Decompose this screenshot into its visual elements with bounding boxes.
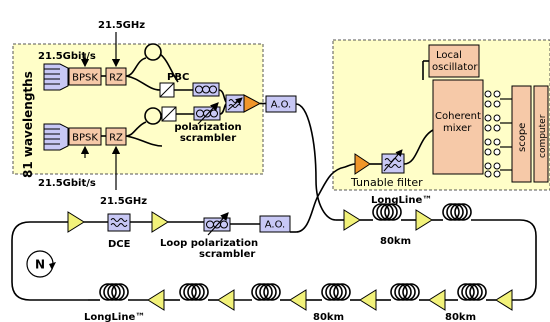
fiber-spool-bottom-3 xyxy=(321,283,339,301)
bit-rate-label-bottom: 21.5Gbit/s xyxy=(38,178,96,189)
coherent-mixer xyxy=(432,79,484,175)
scope-label: scope xyxy=(517,123,528,152)
coherent-mixer-label-2: mixer xyxy=(443,123,472,134)
laser-array-top xyxy=(43,63,69,91)
fiber-spool-bottom-4 xyxy=(251,283,269,301)
computer xyxy=(533,85,549,183)
bottom-amplifier-2 xyxy=(428,289,446,311)
bpsk-label-top: BPSK xyxy=(72,73,98,84)
delay-loop-top xyxy=(144,43,162,61)
local-oscillator-label-2: oscillator xyxy=(432,62,478,73)
booster-amplifier xyxy=(243,94,262,113)
fiber-spool-top-1 xyxy=(372,203,390,221)
ao-label-loop: A.O. xyxy=(265,220,286,231)
fiber-spool-bottom-1 xyxy=(457,283,475,301)
polarization-scrambler-label-1: polarization xyxy=(174,122,241,133)
tunable-filter-label: Tunable filter xyxy=(350,176,423,189)
acousto-optic-switch-loop xyxy=(259,215,291,233)
ao-label-tx: A.O. xyxy=(271,100,292,111)
span-amplifier-b xyxy=(415,209,433,231)
bottom-amplifier-5 xyxy=(217,289,235,311)
local-oscillator xyxy=(428,44,480,78)
dce-label: DCE xyxy=(108,239,131,250)
fiber-spool-bottom-5 xyxy=(179,283,197,301)
fiber-spool-top-2 xyxy=(442,203,460,221)
rz-label-bottom: RZ xyxy=(109,133,123,144)
bottom-amplifier-3 xyxy=(359,289,377,311)
polarization-scrambler-label-2: scrambler xyxy=(180,133,236,144)
loop-polarization-label-2: scrambler xyxy=(199,249,255,260)
fiber-spool-bottom-6 xyxy=(99,283,117,301)
span-label-bottom-right: 80km xyxy=(445,312,476,322)
laser-array-bottom xyxy=(43,123,69,151)
span-label-bottom-mid: 80km xyxy=(313,312,344,322)
loop-polarization-scrambler xyxy=(203,212,231,236)
polarization-scrambler-bottom xyxy=(193,102,221,125)
loop-polarization-label-1: Loop polarization xyxy=(160,238,258,249)
coherent-mixer-label-1: Coherent xyxy=(435,111,481,122)
longline-label-top: LongLine™ xyxy=(371,195,432,206)
loop-amplifier-1 xyxy=(67,211,85,233)
span-label-top: 80km xyxy=(380,236,411,247)
delay-loop-bottom xyxy=(144,107,162,125)
bit-rate-label-top: 21.5Gbit/s xyxy=(38,51,96,62)
mux-filter xyxy=(225,94,245,113)
bottom-amplifier-1 xyxy=(495,289,513,311)
longline-label-bottom: LongLine™ xyxy=(84,312,145,322)
clock-label-top: 21.5GHz xyxy=(98,20,145,31)
computer-label: computer xyxy=(538,114,548,158)
wavelengths-label: 81 wavelengths xyxy=(21,71,35,178)
photodiode-array xyxy=(484,90,501,178)
clock-label-bottom: 21.5GHz xyxy=(100,196,147,207)
recirculation-n-label: N xyxy=(35,258,45,272)
fiber-spool-bottom-2 xyxy=(390,283,408,301)
span-amplifier-a xyxy=(343,209,361,231)
bottom-amplifier-4 xyxy=(289,289,307,311)
pbc-label: PBC xyxy=(167,72,189,83)
dce-module xyxy=(107,213,131,232)
scope xyxy=(511,85,532,183)
pbc-top xyxy=(159,82,175,98)
bottom-amplifier-6 xyxy=(147,289,165,311)
recirculation-count-icon xyxy=(26,250,56,278)
loop-amplifier-2 xyxy=(151,211,169,233)
rz-label-top: RZ xyxy=(109,73,123,84)
pbc-bottom xyxy=(161,106,177,122)
local-oscillator-label-1: Local xyxy=(436,50,462,61)
polarization-controller-top xyxy=(192,82,220,97)
bpsk-label-bottom: BPSK xyxy=(72,133,98,144)
